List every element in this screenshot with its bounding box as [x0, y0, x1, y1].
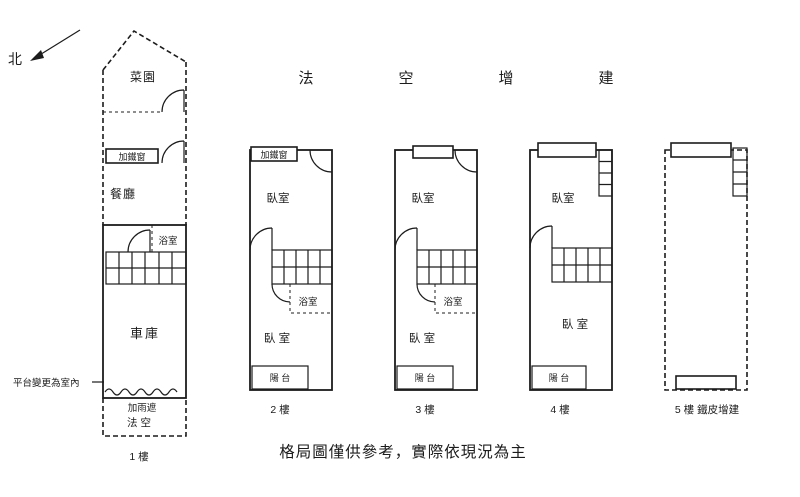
floor2-bedroom-upper-label: 臥室 [267, 191, 290, 205]
floor5-dashed-outline [664, 149, 748, 391]
floor5-window [670, 142, 732, 158]
floor-3-plan: 臥室 浴室 臥 室 陽 台 3 樓 [394, 145, 478, 416]
header-label-kong: 空 [398, 70, 413, 87]
floor1-platform-note: 平台變更為室內 [13, 377, 80, 389]
floor5-label: 5 樓 鐵皮增建 [675, 403, 740, 416]
floor1-garage-walls [102, 224, 187, 399]
floor1-bath-door-arc [127, 229, 151, 253]
floor1-garage-label: 車庫 [130, 326, 160, 341]
floor2-bath-label: 浴室 [298, 296, 317, 308]
floor1-iron-window-label: 加鐵窗 [118, 151, 145, 162]
north-indicator: 北 [8, 29, 81, 67]
floor1-stairs-grid [106, 252, 186, 284]
floor2-bath-partition [289, 284, 332, 314]
north-arrow-icon [37, 29, 81, 57]
floor4-side-ladder-rungs [599, 160, 612, 186]
floor3-bath-label: 浴室 [443, 296, 462, 308]
floor1-legal-void-label: 法 空 [127, 416, 151, 429]
floor3-top-door-arc [454, 149, 478, 173]
floor3-label: 3 樓 [415, 403, 435, 416]
floor3-balcony-label: 陽 台 [415, 372, 436, 383]
floor4-window [537, 142, 597, 158]
floor3-bath-partition [434, 284, 477, 314]
floor1-door-arcs-top [161, 89, 185, 164]
header-label-zeng: 增 [498, 70, 513, 87]
floor2-bedroom-lower-label: 臥 室 [264, 331, 290, 345]
north-label: 北 [8, 51, 22, 67]
floor1-dashed-outline [102, 29, 187, 437]
floor2-stairs-grid [272, 250, 332, 284]
floor2-iron-window-label: 加鐵窗 [260, 149, 287, 160]
floor3-bedroom-upper-label: 臥室 [412, 191, 435, 205]
floor2-door-arcs [249, 227, 291, 303]
disclaimer-text: 格局圖僅供參考，實際依現況為主 [279, 442, 527, 461]
floor5-bottom-structure [675, 375, 737, 390]
floor-2-plan: 加鐵窗 臥室 浴室 臥 室 陽 台 2 樓 [249, 146, 333, 416]
floor1-garden-label: 菜園 [130, 70, 156, 84]
floor3-balcony [396, 365, 454, 390]
floor1-rain-cover-label: 加雨遮 [128, 402, 157, 414]
floor2-balcony-label: 陽 台 [270, 372, 291, 383]
floor1-label: 1 樓 [129, 450, 149, 463]
floor1-iron-window [105, 148, 159, 164]
floor4-bedroom-lower-label: 臥 室 [562, 317, 588, 331]
floor1-bath-label: 浴室 [158, 235, 177, 247]
floor-1-plan: 菜園 加鐵窗 餐廳 浴室 車庫 加雨遮 法 空 平台變更為室內 1 樓 [13, 29, 187, 463]
floor-5-plan: 5 樓 鐵皮增建 [664, 142, 748, 416]
floor4-door-arc [529, 225, 553, 249]
floor4-stairs-grid [552, 248, 612, 282]
floor1-wave-line [104, 388, 178, 396]
floor3-door-arcs [394, 227, 436, 303]
floor4-balcony-label: 陽 台 [549, 372, 570, 383]
floor4-balcony [531, 365, 587, 390]
header-label-fa: 法 [298, 70, 313, 87]
floor1-dining-label: 餐廳 [110, 186, 136, 201]
floor-4-plan: 臥室 臥 室 陽 台 4 樓 [529, 142, 613, 416]
header-labels: 法 空 增 建 [298, 70, 613, 87]
floor3-bedroom-lower-label: 臥 室 [409, 331, 435, 345]
north-arrowhead-icon [30, 50, 44, 61]
floor2-iron-window [250, 146, 298, 162]
header-label-jian: 建 [598, 70, 613, 87]
floor4-label: 4 樓 [550, 403, 570, 416]
floor2-balcony [251, 365, 309, 390]
floor2-label: 2 樓 [270, 403, 290, 416]
floor4-bedroom-upper-label: 臥室 [552, 191, 575, 205]
floor1-partitions [103, 111, 162, 252]
floor2-top-door-arc [309, 149, 333, 173]
floor3-stairs-grid [417, 250, 477, 284]
floor5-side-ladder-rungs [733, 159, 747, 185]
floor3-window [412, 145, 454, 159]
